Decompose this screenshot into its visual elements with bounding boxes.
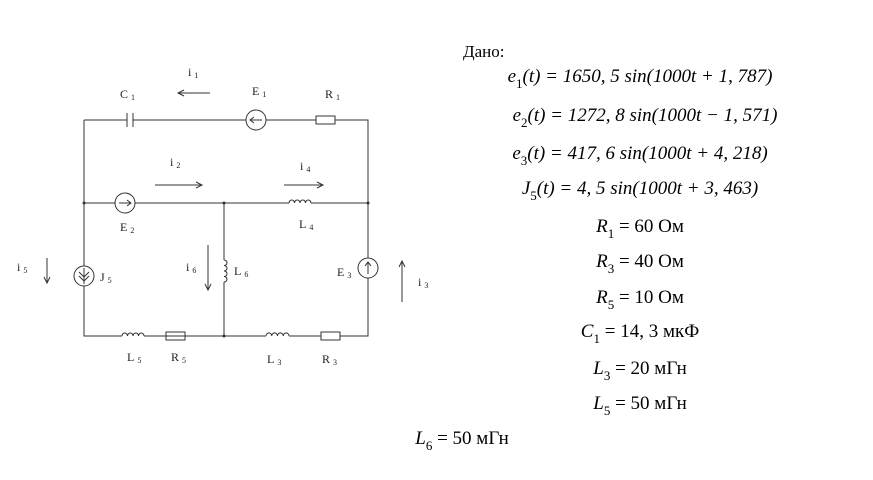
source-e1 [245, 109, 267, 131]
equation-e2: e2(t) = 1272, 8 sin(1000t − 1, 571) [512, 105, 778, 130]
arrow-i1 [176, 89, 210, 97]
inductor-l6 [223, 259, 228, 283]
source-e3 [357, 257, 379, 279]
param-r5: R5 = 10 Ом [596, 287, 684, 312]
wires [83, 119, 369, 337]
arrow-i3 [398, 259, 406, 302]
param-r3: R3 = 40 Ом [596, 251, 684, 276]
inductor-l4 [288, 199, 312, 204]
arrow-i2 [155, 181, 204, 189]
resistor-r3 [320, 331, 341, 341]
inductor-l5 [121, 332, 145, 337]
resistor-r5 [165, 331, 186, 341]
capacitor-c1 [126, 113, 134, 127]
resistor-r1 [315, 115, 336, 125]
nodes [82, 201, 370, 338]
inductor-l3 [265, 332, 290, 337]
arrow-i5 [43, 258, 51, 285]
equation-e1: e1(t) = 1650, 5 sin(1000t + 1, 787) [507, 66, 773, 91]
arrow-i6 [204, 245, 212, 292]
equation-j5: J5(t) = 4, 5 sin(1000t + 3, 463) [521, 178, 759, 203]
param-l6: L6 = 50 мГн [415, 428, 509, 453]
equation-e3: e3(t) = 417, 6 sin(1000t + 4, 218) [512, 143, 768, 168]
param-l5: L5 = 50 мГн [593, 393, 687, 418]
source-e2 [114, 192, 136, 214]
current-arrows [43, 89, 406, 302]
current-source-j5 [73, 265, 95, 287]
arrow-i4 [284, 181, 325, 189]
param-l3: L3 = 20 мГн [593, 358, 687, 383]
param-c1: C1 = 14, 3 мкФ [580, 321, 700, 346]
given-title: Дано: [463, 42, 505, 61]
param-r1: R1 = 60 Ом [596, 216, 684, 241]
